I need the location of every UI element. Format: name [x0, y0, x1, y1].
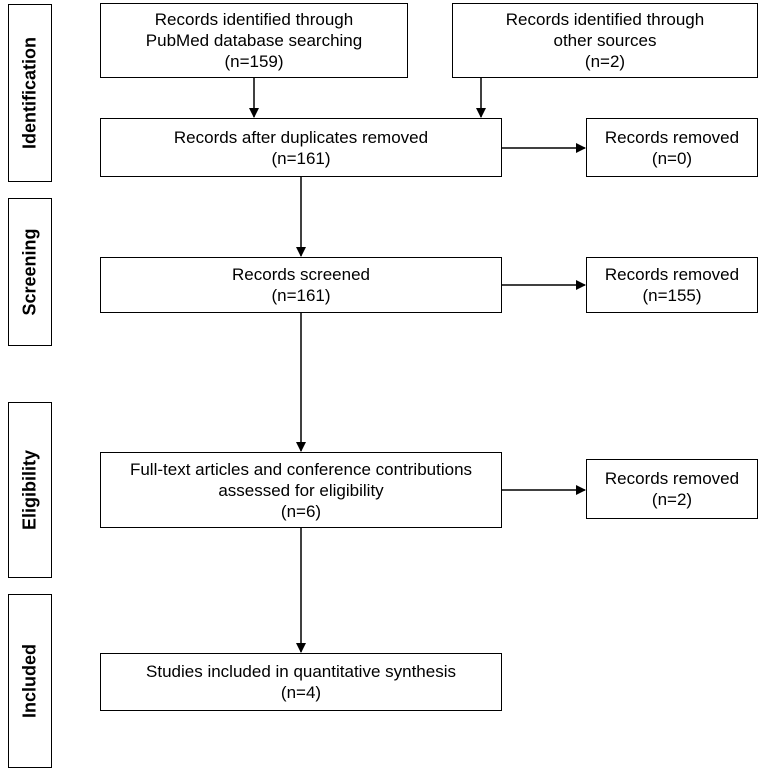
- box-removed-screening-line-2: (n=155): [642, 286, 702, 305]
- box-after-duplicates: Records after duplicates removed (n=161): [100, 118, 502, 177]
- box-pubmed-records: Records identified through PubMed databa…: [100, 3, 408, 78]
- box-other-line-3: (n=2): [584, 52, 626, 71]
- box-removed-eligibility-line-1: Records removed: [604, 469, 740, 488]
- box-screened-line-1: Records screened: [232, 265, 370, 284]
- phase-screening: Screening: [8, 198, 52, 346]
- box-after-duplicates-line-1: Records after duplicates removed: [173, 127, 429, 147]
- box-eligibility: Full-text articles and conference contri…: [100, 452, 502, 528]
- box-included-line-2: (n=4): [280, 683, 322, 702]
- box-included-line-1: Studies included in quantitative synthes…: [146, 662, 456, 681]
- box-screened-line-2: (n=161): [271, 286, 331, 305]
- box-removed-screening-line-1: Records removed: [604, 265, 740, 284]
- phase-identification: Identification: [8, 4, 52, 182]
- box-other-line-1: Records identified through: [505, 10, 705, 29]
- box-pubmed-line-3: (n=159): [224, 52, 284, 71]
- box-removed-duplicates-line-2: (n=0): [651, 148, 693, 168]
- box-removed-eligibility-line-2: (n=2): [651, 490, 693, 509]
- box-eligibility-line-3: (n=6): [280, 501, 322, 521]
- box-eligibility-line-2: assessed for eligibility: [218, 480, 384, 500]
- box-removed-screening: Records removed (n=155): [586, 257, 758, 313]
- box-other-sources: Records identified through other sources…: [452, 3, 758, 78]
- phase-included: Included: [8, 594, 52, 768]
- box-pubmed-line-1: Records identified through: [154, 10, 354, 29]
- box-after-duplicates-line-2: (n=161): [271, 148, 331, 168]
- box-records-screened: Records screened (n=161): [100, 257, 502, 313]
- box-pubmed-line-2: PubMed database searching: [145, 31, 363, 50]
- box-eligibility-line-1: Full-text articles and conference contri…: [129, 459, 473, 479]
- box-removed-eligibility: Records removed (n=2): [586, 459, 758, 519]
- box-studies-included: Studies included in quantitative synthes…: [100, 653, 502, 711]
- box-removed-duplicates-line-1: Records removed: [604, 127, 740, 147]
- phase-eligibility: Eligibility: [8, 402, 52, 578]
- box-removed-duplicates: Records removed (n=0): [586, 118, 758, 177]
- box-other-line-2: other sources: [553, 31, 657, 50]
